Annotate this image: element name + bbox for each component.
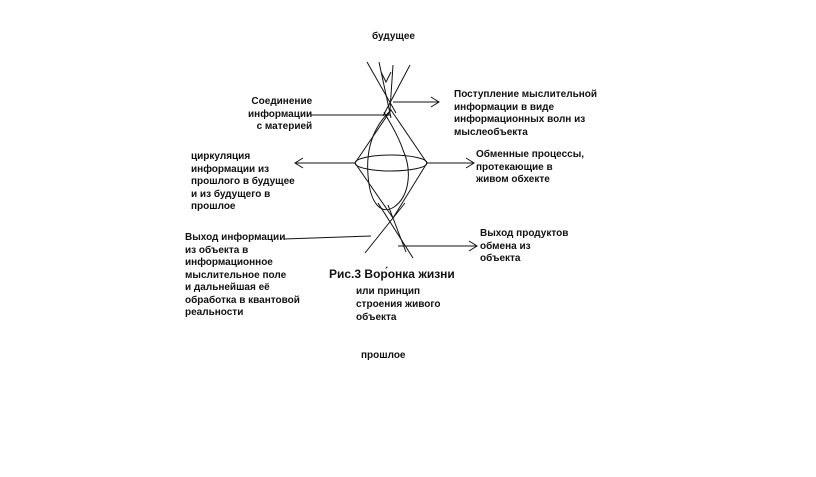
label-output-info: Выход информации из объекта в информацио… <box>185 232 300 318</box>
label-incoming: Поступление мыслительной информации в ви… <box>454 89 598 138</box>
arrow-incoming-head <box>430 96 440 108</box>
arrow-exchange-head <box>465 157 475 169</box>
funnel-line-top-1 <box>366 61 397 114</box>
cross-line-3 <box>387 204 407 253</box>
funnel-line-top-2 <box>378 61 392 119</box>
funnel-line-top-4 <box>382 64 411 117</box>
top-arrowhead <box>380 71 392 84</box>
center-ellipse <box>354 154 428 172</box>
label-circulation: циркуляция информации из прошлого в буду… <box>191 151 295 212</box>
label-past: прошлое <box>361 350 406 361</box>
label-products: Выход продуктов обмена из объекта <box>480 228 569 264</box>
arrow-circulation-head <box>294 157 304 169</box>
arrow-products-head <box>468 240 478 252</box>
label-future: будущее <box>372 31 415 42</box>
funnel-line-top-3 <box>389 64 394 111</box>
cross-line-2 <box>377 202 414 259</box>
s-curve <box>367 109 409 211</box>
figure-title: Рис.3 Вор́онка жизни <box>329 267 455 281</box>
label-connection: Соединение информации с материей <box>248 96 313 132</box>
figure-subtitle: или принцип строения живого объекта <box>356 286 441 323</box>
label-exchange: Обменные процессы, протекающие в живом о… <box>476 149 585 185</box>
cross-line-1 <box>364 202 406 254</box>
output-info-line <box>283 235 372 240</box>
